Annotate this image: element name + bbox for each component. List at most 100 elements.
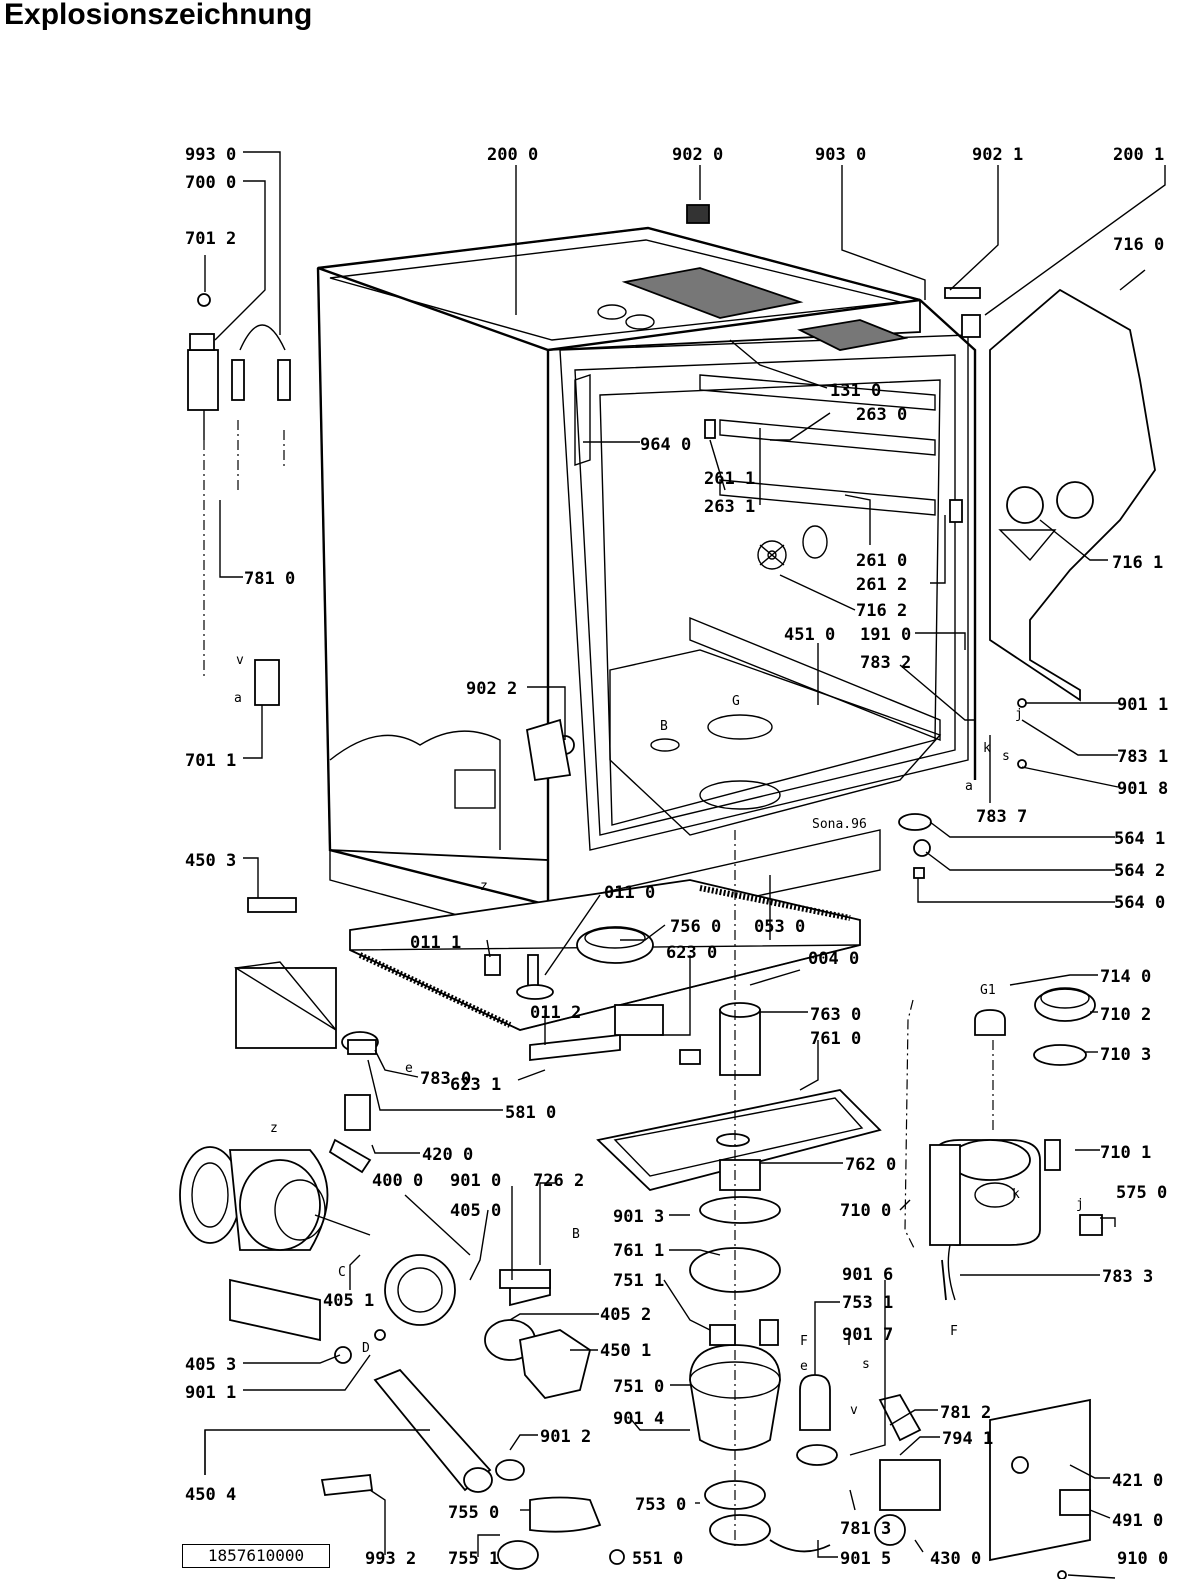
marker: D — [362, 1341, 370, 1356]
callout: 405 0 — [450, 1201, 501, 1221]
callout: 450 4 — [185, 1485, 236, 1505]
callout: 910 0 — [1117, 1549, 1168, 1569]
callout: 761 1 — [613, 1241, 664, 1261]
tub-housing — [316, 226, 977, 949]
marker: v — [236, 653, 244, 668]
callout: 421 0 — [1112, 1471, 1163, 1491]
callout: 901 6 — [842, 1265, 893, 1285]
callout: 564 1 — [1114, 829, 1165, 849]
marker: j — [1076, 1197, 1084, 1212]
marker: e — [800, 1359, 808, 1374]
callout: 700 0 — [185, 173, 236, 193]
leader-lines — [204, 151, 1166, 1579]
marker: e — [405, 1061, 413, 1076]
callout: 753 1 — [842, 1293, 893, 1313]
callout: 710 2 — [1100, 1005, 1151, 1025]
callout: 716 2 — [856, 601, 907, 621]
callout: 993 0 — [185, 145, 236, 165]
callout: 011 2 — [530, 1003, 581, 1023]
callout: 004 0 — [808, 949, 859, 969]
marker: v — [850, 1403, 858, 1418]
callout: 581 0 — [505, 1103, 556, 1123]
callout: 901 3 — [613, 1207, 664, 1227]
callout: 451 0 — [784, 625, 835, 645]
callout: 902 2 — [466, 679, 517, 699]
misc-small-parts — [247, 204, 1067, 1579]
callout: 623 0 — [666, 943, 717, 963]
callout: 011 0 — [604, 883, 655, 903]
callout: 964 0 — [640, 435, 691, 455]
callout: 450 3 — [185, 851, 236, 871]
callout: 783 1 — [1117, 747, 1168, 767]
callout: 901 7 — [842, 1325, 893, 1345]
callout: 405 1 — [323, 1291, 374, 1311]
marker: F — [950, 1324, 958, 1339]
callout: 794 1 — [942, 1429, 993, 1449]
marker-letters: v a a k s j z z B G B C D F F e e s v k … — [234, 653, 1084, 1418]
callout: 751 0 — [613, 1377, 664, 1397]
marker: G — [732, 694, 740, 709]
marker: a — [234, 691, 242, 706]
callout: 751 1 — [613, 1271, 664, 1291]
callout: 551 0 — [632, 1549, 683, 1569]
callout: 716 1 — [1112, 553, 1163, 573]
callout: 011 1 — [410, 933, 461, 953]
callout: 701 1 — [185, 751, 236, 771]
callout: 726 2 — [533, 1171, 584, 1191]
page-title: Explosionszeichnung — [4, 0, 313, 31]
marker: B — [660, 719, 668, 734]
callout: 261 0 — [856, 551, 907, 571]
water-softener — [929, 987, 1103, 1301]
callout: 901 1 — [1117, 695, 1168, 715]
callout: 263 0 — [856, 405, 907, 425]
callout: 710 1 — [1100, 1143, 1151, 1163]
callout: 762 0 — [845, 1155, 896, 1175]
callout: 901 1 — [185, 1383, 236, 1403]
marker: j — [1015, 707, 1023, 722]
callout: 781 3 — [840, 1519, 891, 1539]
callout: 901 4 — [613, 1409, 664, 1429]
callout: 450 1 — [600, 1341, 651, 1361]
callout: 755 0 — [448, 1503, 499, 1523]
marker: G1 — [980, 983, 996, 998]
callout: 191 0 — [860, 625, 911, 645]
callout: 781 2 — [940, 1403, 991, 1423]
callout: 131 0 — [830, 381, 881, 401]
callout: 901 2 — [540, 1427, 591, 1447]
callout: 783 0 — [420, 1069, 471, 1089]
marker: a — [965, 779, 973, 794]
document-number: 1857610000 — [182, 1544, 330, 1568]
callout: 783 3 — [1102, 1267, 1153, 1287]
callout: 200 1 — [1113, 145, 1164, 165]
callout: 430 0 — [930, 1549, 981, 1569]
callout: 714 0 — [1100, 967, 1151, 987]
callout: 901 0 — [450, 1171, 501, 1191]
marker: k — [983, 741, 991, 756]
marker: B — [572, 1227, 580, 1242]
marker: F — [800, 1334, 808, 1349]
marker: k — [1012, 1187, 1020, 1202]
callout: 710 0 — [840, 1201, 891, 1221]
base-plate — [349, 879, 861, 1031]
callout-labels: 993 0 700 0 701 2 200 0 902 0 903 0 902 … — [185, 145, 1168, 1569]
callout: 575 0 — [1116, 1183, 1167, 1203]
callout: 261 1 — [704, 469, 755, 489]
marker: s — [862, 1357, 870, 1372]
callout: 263 1 — [704, 497, 755, 517]
marker: s — [1002, 749, 1010, 764]
callout: 261 2 — [856, 575, 907, 595]
callout: 200 0 — [487, 145, 538, 165]
callout: 405 2 — [600, 1305, 651, 1325]
callout: 902 1 — [972, 145, 1023, 165]
callout: 756 0 — [670, 917, 721, 937]
callout: 993 2 — [365, 1549, 416, 1569]
callout: 901 5 — [840, 1549, 891, 1569]
callout: 783 7 — [976, 807, 1027, 827]
callout: 903 0 — [815, 145, 866, 165]
callout: 491 0 — [1112, 1511, 1163, 1531]
callout: 763 0 — [810, 1005, 861, 1025]
callout: 400 0 — [372, 1171, 423, 1191]
top-left-parts — [187, 293, 291, 706]
callout: 783 2 — [860, 653, 911, 673]
